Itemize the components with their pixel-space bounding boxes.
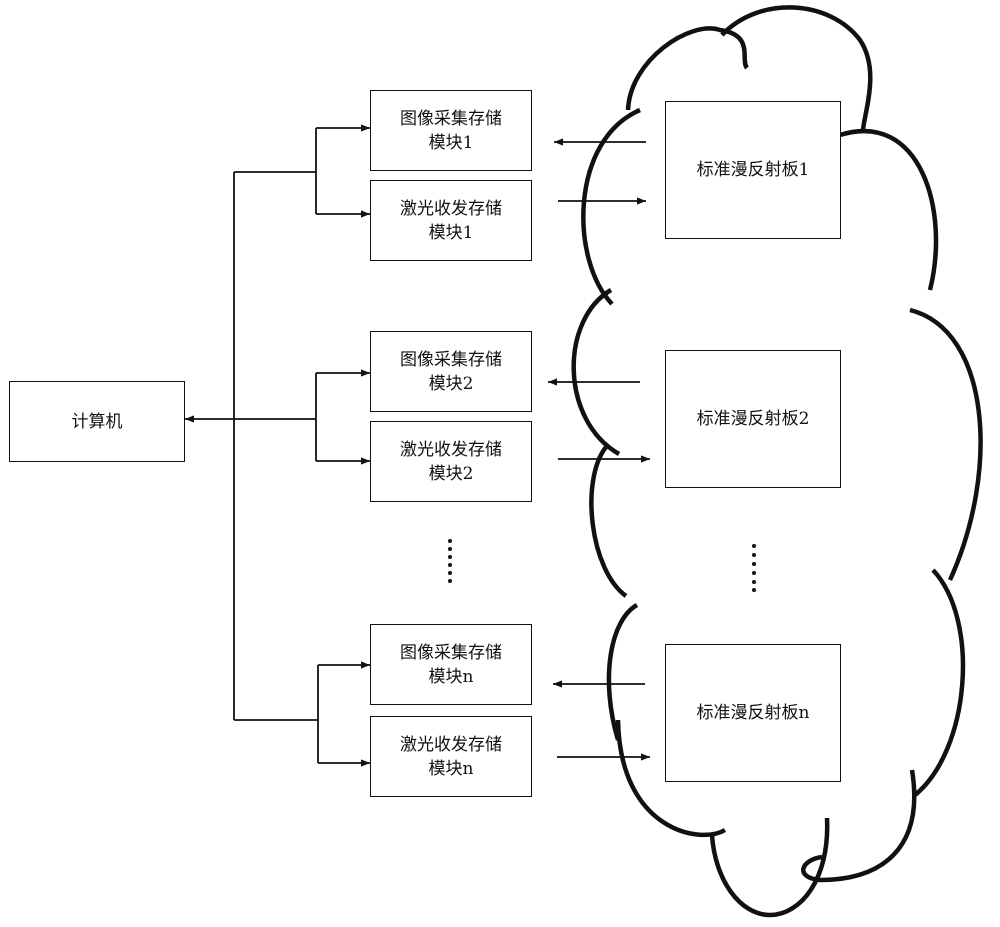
computer-box: 计算机 [9, 381, 185, 462]
reflector-n: 标准漫反射板n [665, 644, 841, 782]
image-capture-module-n-label: 图像采集存储 模块n [400, 642, 502, 687]
laser-module-n: 激光收发存储 模块n [370, 716, 532, 797]
left-ellipsis [445, 538, 455, 588]
computer-label: 计算机 [71, 411, 123, 432]
image-capture-module-2: 图像采集存储 模块2 [370, 331, 532, 412]
laser-module-n-label: 激光收发存储 模块n [400, 734, 502, 779]
laser-module-1-label: 激光收发存储 模块1 [400, 198, 502, 243]
connectors [185, 124, 650, 767]
laser-module-2-label: 激光收发存储 模块2 [400, 439, 502, 484]
left-ellipsis-dots [448, 539, 452, 583]
reflector-2: 标准漫反射板2 [665, 350, 841, 488]
right-ellipsis [749, 543, 759, 593]
reflector-1-label: 标准漫反射板1 [696, 160, 810, 180]
cloud-shape [571, 5, 983, 918]
laser-module-2: 激光收发存储 模块2 [370, 421, 532, 502]
image-capture-module-1: 图像采集存储 模块1 [370, 90, 532, 171]
image-capture-module-2-label: 图像采集存储 模块2 [400, 349, 502, 394]
right-ellipsis-dots [752, 544, 756, 592]
image-capture-module-1-label: 图像采集存储 模块1 [400, 108, 502, 153]
laser-module-1: 激光收发存储 模块1 [370, 180, 532, 261]
reflector-1: 标准漫反射板1 [665, 101, 841, 239]
reflector-2-label: 标准漫反射板2 [696, 409, 810, 429]
reflector-n-label: 标准漫反射板n [696, 703, 810, 723]
image-capture-module-n: 图像采集存储 模块n [370, 624, 532, 705]
